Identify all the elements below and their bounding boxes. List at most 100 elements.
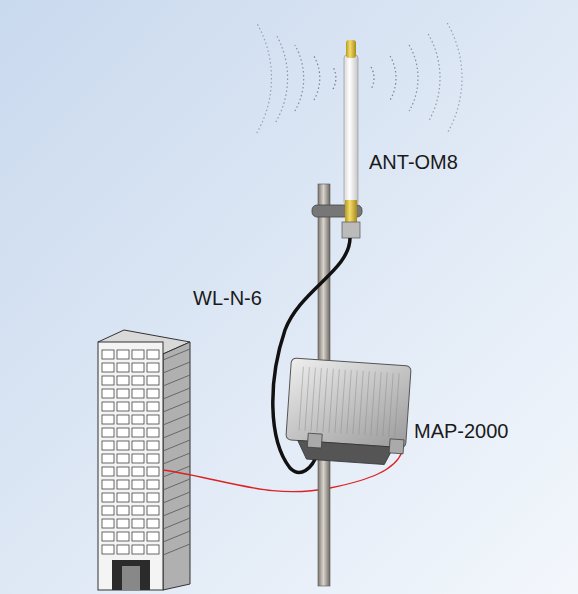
window [117, 454, 129, 463]
window [117, 402, 129, 411]
window [117, 493, 129, 502]
window-line [163, 440, 190, 451]
window [102, 480, 114, 489]
window [147, 545, 159, 554]
window [102, 545, 114, 554]
window [102, 376, 114, 385]
window [147, 376, 159, 385]
window [132, 415, 144, 424]
window [147, 493, 159, 502]
access-point [285, 358, 412, 466]
window [132, 402, 144, 411]
part-label: ANT-OM8 [369, 151, 458, 173]
radio-wave [295, 45, 304, 111]
radio-wave [390, 56, 396, 100]
radio-wave [428, 34, 440, 122]
window-line [163, 414, 190, 425]
window [117, 506, 129, 515]
radio-wave [276, 34, 288, 122]
window [102, 428, 114, 437]
window [147, 428, 159, 437]
window [132, 467, 144, 476]
window [102, 363, 114, 372]
window [117, 350, 129, 359]
window-line [163, 349, 190, 360]
window [132, 376, 144, 385]
window [132, 441, 144, 450]
window [132, 350, 144, 359]
window [132, 454, 144, 463]
window-line [163, 492, 190, 503]
part-label: MAP-2000 [414, 420, 509, 442]
window [147, 441, 159, 450]
window-line [163, 479, 190, 490]
window [147, 363, 159, 372]
window [117, 480, 129, 489]
radio-wave [314, 56, 320, 100]
window-line [163, 531, 190, 542]
window [117, 363, 129, 372]
window [102, 506, 114, 515]
window [147, 480, 159, 489]
window-line [163, 388, 190, 399]
window [147, 454, 159, 463]
window-line [163, 375, 190, 386]
window-line [163, 427, 190, 438]
window-line [163, 401, 190, 412]
window [102, 415, 114, 424]
window [132, 519, 144, 528]
window [102, 467, 114, 476]
window [102, 532, 114, 541]
window [117, 467, 129, 476]
building [98, 330, 190, 590]
window [102, 519, 114, 528]
window [132, 428, 144, 437]
building-windows [102, 349, 190, 555]
part-label: WL-N-6 [193, 287, 262, 309]
window [147, 402, 159, 411]
window-line [163, 544, 190, 555]
window [147, 389, 159, 398]
radio-wave [447, 23, 462, 133]
radio-wave [257, 23, 272, 133]
window [117, 389, 129, 398]
window [147, 519, 159, 528]
window-line [163, 518, 190, 529]
radio-wave [333, 67, 336, 89]
window [102, 350, 114, 359]
window [147, 350, 159, 359]
window-line [163, 362, 190, 373]
building-door [112, 560, 150, 590]
window-line [163, 466, 190, 477]
antenna [342, 40, 360, 238]
window-line [163, 505, 190, 516]
window [132, 493, 144, 502]
window [117, 532, 129, 541]
window [102, 402, 114, 411]
window-line [163, 453, 190, 464]
window [132, 389, 144, 398]
window [132, 363, 144, 372]
window [147, 532, 159, 541]
window [147, 467, 159, 476]
window [102, 441, 114, 450]
window [117, 428, 129, 437]
window [102, 493, 114, 502]
window [117, 415, 129, 424]
window [117, 519, 129, 528]
window [147, 415, 159, 424]
window [132, 532, 144, 541]
window [117, 441, 129, 450]
radio-wave [371, 67, 374, 89]
window [117, 545, 129, 554]
window [132, 480, 144, 489]
building-door [122, 566, 140, 590]
window [102, 389, 114, 398]
window [147, 506, 159, 515]
radio-wave [409, 45, 418, 111]
radio-waves [257, 23, 462, 133]
window [102, 454, 114, 463]
